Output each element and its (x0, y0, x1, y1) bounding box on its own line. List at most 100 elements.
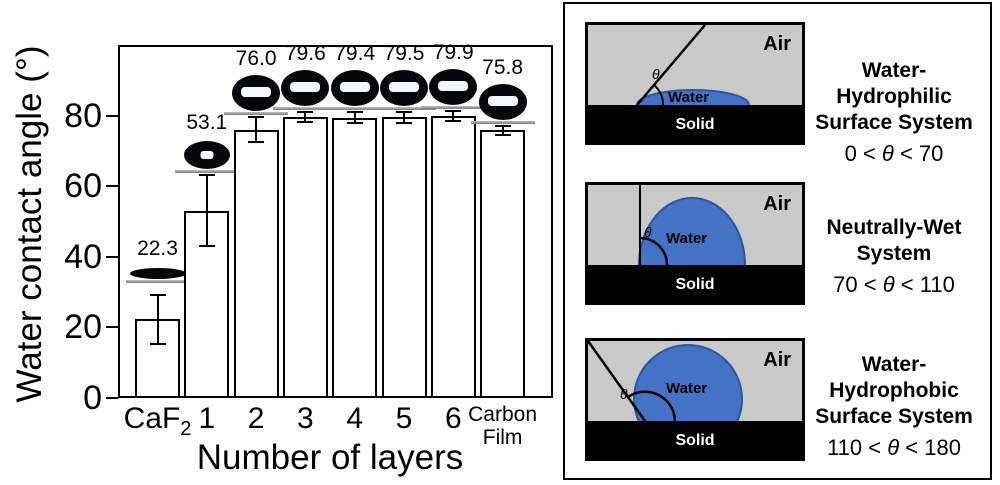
error-cap-bottom (396, 121, 412, 124)
bar-3 (233, 129, 279, 398)
substrate-line (174, 170, 239, 174)
error-cap-top (297, 110, 314, 113)
solid-region (588, 421, 802, 458)
water-label: Water (668, 89, 709, 106)
neutral-wet-caption: Neutrally-Wet System 70 < θ < 110 (805, 215, 983, 298)
error-bar (452, 110, 455, 122)
x-tick-label: 6 (444, 402, 462, 435)
theta-symbol: θ (620, 386, 628, 402)
theta-symbol: θ (644, 224, 652, 240)
angle-arc (627, 390, 677, 422)
substrate-line (421, 105, 486, 109)
substrate-line (322, 107, 387, 111)
y-tick-label: 20 (64, 308, 102, 347)
x-axis-label: Number of layers (196, 438, 464, 477)
error-cap-bottom (198, 244, 215, 247)
droplet-reflection (200, 151, 214, 160)
bar-4 (282, 117, 328, 398)
droplet-reflection (241, 87, 272, 98)
bar-value-label: 53.1 (186, 111, 228, 135)
bar-value-label: 79.5 (383, 42, 425, 66)
title-line1: Neutrally-Wet (826, 216, 962, 239)
droplet-reflection (438, 80, 469, 91)
neutral-wet-illustration: θ Water Air Solid (588, 185, 802, 302)
error-bar (304, 111, 307, 123)
system-title: Water-Hydrophilic Surface System (805, 58, 983, 136)
angle-range: 0 < θ < 70 (844, 141, 944, 166)
error-cap-bottom (494, 133, 511, 136)
droplet-reflection (339, 82, 370, 93)
hydrophobic-diagram: θ Water Air Solid (585, 338, 805, 461)
bar-6 (381, 117, 427, 398)
title-line1: Water-Hydrophilic (836, 59, 952, 108)
tangent-line (636, 25, 706, 106)
droplet-reflection (487, 96, 518, 107)
y-tick-mark (106, 255, 118, 258)
hydrophobic-illustration: θ Water Air Solid (588, 341, 802, 458)
droplet-photo (372, 68, 436, 111)
droplet-photo (421, 67, 486, 109)
substrate-line (470, 121, 535, 125)
bar-value-label: 22.3 (137, 236, 178, 260)
tangent-line (588, 341, 647, 422)
droplet-photo (174, 137, 239, 174)
substrate-line (372, 107, 436, 111)
error-bar (255, 117, 258, 143)
bar-value-label: 76.0 (235, 47, 277, 71)
angle-range: 110 < θ < 180 (827, 435, 961, 460)
error-bar (353, 112, 356, 123)
system-title: Water-Hydrophobic Surface System (805, 352, 983, 430)
hydrophilic-caption: Water-Hydrophilic Surface System 0 < θ <… (805, 58, 983, 167)
error-cap-top (149, 293, 166, 296)
x-tick-label: 2 (247, 402, 265, 435)
droplet-photo (322, 68, 387, 111)
substrate-line (273, 106, 338, 110)
error-cap-top (494, 125, 511, 128)
solid-label: Solid (675, 432, 714, 449)
substrate-line (224, 112, 289, 116)
x-tick-label: 5 (395, 402, 413, 435)
title-line1: Water-Hydrophobic (829, 353, 959, 402)
error-cap-top (445, 109, 462, 112)
droplet-photo (125, 263, 190, 283)
air-label: Air (763, 33, 791, 55)
y-tick-label: 0 (83, 379, 102, 417)
droplet-reflection (389, 82, 419, 93)
water-label: Water (666, 380, 707, 397)
droplet-photo (273, 68, 338, 110)
y-tick-mark (106, 326, 118, 329)
droplet-silhouette (129, 267, 186, 279)
error-cap-top (198, 174, 215, 177)
x-tick-label: 3 (297, 402, 314, 435)
y-tick-mark (106, 185, 118, 188)
y-tick-label: 40 (64, 237, 102, 276)
bar-5 (332, 117, 378, 398)
solid-label: Solid (675, 276, 714, 293)
solid-region (588, 265, 802, 302)
bar-7 (430, 115, 476, 398)
error-cap-top (248, 116, 265, 119)
droplet-reflection (290, 81, 321, 92)
wetting-systems-panel: θ Water Air Solid Water-Hydrophilic Surf… (563, 2, 992, 480)
y-tick-mark (106, 114, 118, 117)
angle-arc (653, 84, 665, 106)
system-title: Neutrally-Wet System (805, 215, 983, 267)
x-tick-label: CaF2 (123, 402, 192, 441)
title-line2: Surface System (815, 111, 973, 134)
error-bar (205, 175, 208, 246)
bar-value-label: 79.9 (432, 40, 474, 64)
substrate-line (125, 279, 190, 283)
error-bar (501, 126, 504, 135)
droplet-photo (224, 73, 289, 116)
x-tick-label: 1 (198, 402, 216, 435)
error-bar (403, 112, 405, 123)
neutral-wet-diagram: θ Water Air Solid (585, 182, 805, 305)
water-label: Water (666, 230, 707, 247)
solid-label: Solid (675, 116, 714, 133)
bar-value-label: 79.4 (334, 42, 376, 66)
hydrophilic-diagram: θ Water Air Solid (585, 22, 805, 145)
contact-angle-bar-chart: Water contact angle (°) Number of layers… (10, 40, 553, 477)
angle-range: 70 < θ < 110 (833, 272, 955, 297)
title-line2: System (856, 242, 932, 265)
